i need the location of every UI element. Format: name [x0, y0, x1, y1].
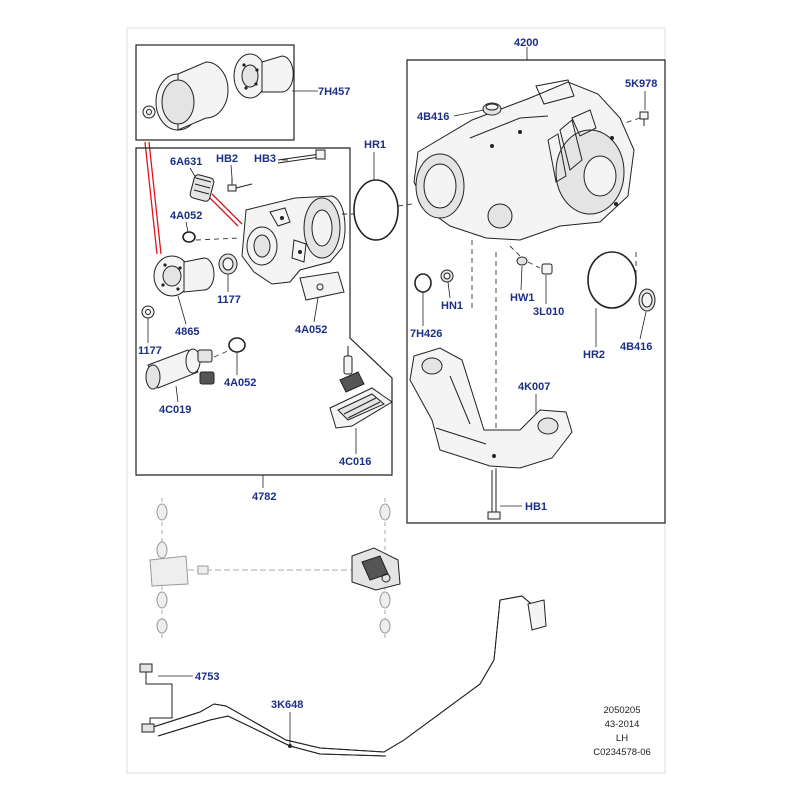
- label-4782: 4782: [252, 491, 276, 503]
- label-hw1: HW1: [510, 292, 534, 304]
- label-4865: 4865: [175, 326, 199, 338]
- label-6a631: 6A631: [170, 156, 202, 168]
- washer-hw1: [516, 256, 528, 266]
- label-hb2: HB2: [216, 153, 238, 165]
- label-4200: 4200: [514, 37, 538, 49]
- stamp-line-3: LH: [616, 733, 628, 744]
- label-4b416-right: 4B416: [620, 341, 652, 353]
- bolt-hb1: [487, 470, 501, 520]
- label-hr1: HR1: [364, 139, 386, 151]
- label-hb1: HB1: [525, 501, 547, 513]
- stamp-line-2: 43-2014: [605, 719, 640, 730]
- gasket-4a052: [299, 271, 345, 301]
- coupling-assembly-group: [135, 147, 393, 476]
- label-4k007: 4K007: [518, 381, 550, 393]
- label-1177-lower: 1177: [138, 345, 162, 357]
- label-1177-upper: 1177: [217, 294, 241, 306]
- label-4a052-gasket: 4A052: [295, 324, 327, 336]
- solenoid-valve-4c016: [329, 346, 393, 429]
- label-5k978: 5K978: [625, 78, 657, 90]
- coupling-kit-group: [135, 44, 318, 141]
- differential-group: [406, 47, 666, 524]
- label-4b416-top: 4B416: [417, 111, 449, 123]
- drawing-stamp: 2050205 43-2014 LH C0234578-06: [593, 705, 651, 758]
- coupling-nut: [142, 105, 156, 119]
- coupling-housing: [241, 195, 346, 285]
- bolt-hb2: [227, 178, 253, 192]
- seal-ring-hr2: [587, 251, 637, 309]
- stamp-line-4: C0234578-06: [593, 747, 651, 758]
- driveline-ghost: [149, 498, 401, 640]
- label-hn1: HN1: [441, 300, 463, 312]
- label-7h426: 7H426: [410, 328, 442, 340]
- seal-ring-hr1: [353, 179, 399, 241]
- seal-4a052-lower: [228, 337, 246, 353]
- differential-box: [406, 59, 666, 524]
- differential-housing: [413, 79, 635, 241]
- label-7h457: 7H457: [318, 86, 350, 98]
- label-hr2: HR2: [583, 349, 605, 361]
- bolt-5k978: [621, 111, 649, 126]
- label-4a052-lower: 4A052: [224, 377, 256, 389]
- bolt-hb3: [277, 149, 326, 164]
- stamp-line-1: 2050205: [604, 705, 641, 716]
- plug-3l010: [541, 263, 553, 275]
- label-3l010: 3L010: [533, 306, 564, 318]
- coupling-kit-box: [135, 44, 295, 141]
- flange-4865: [153, 255, 215, 297]
- label-4c019: 4C019: [159, 404, 191, 416]
- pump-motor-4c019: [145, 348, 215, 390]
- label-3k648: 3K648: [271, 699, 303, 711]
- coupling-assembly-box: [135, 147, 393, 476]
- seal-7h426: [414, 273, 432, 293]
- filter-part: [189, 174, 215, 202]
- nut-1177-lower: [141, 305, 155, 319]
- label-4c016: 4C016: [339, 456, 371, 468]
- highlight-leaders: [144, 141, 243, 255]
- label-hb3: HB3: [254, 153, 276, 165]
- label-4a052-upper: 4A052: [170, 210, 202, 222]
- pipe-assembly: [139, 595, 547, 757]
- seal-4a052-upper: [182, 231, 196, 243]
- mounting-bracket-4k007: [409, 347, 573, 469]
- label-4753: 4753: [195, 671, 219, 683]
